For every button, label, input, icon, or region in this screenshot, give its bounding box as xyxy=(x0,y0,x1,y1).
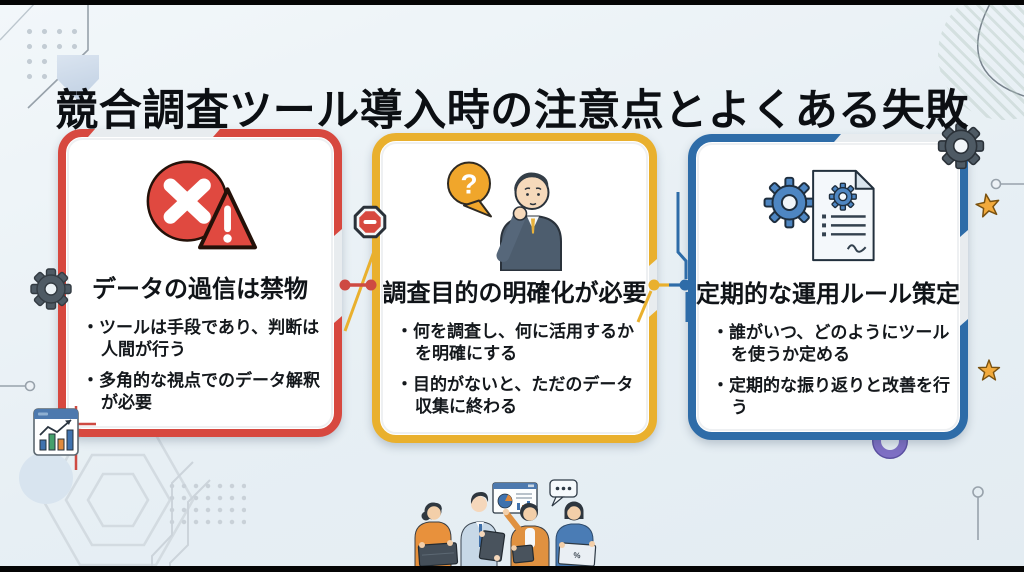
border-notch xyxy=(88,129,220,137)
card-data-overtrust: データの過信は禁物 ツールは手段であり、判断は人間が行う 多角的な視点でのデータ… xyxy=(58,129,342,437)
page-title: 競合調査ツール導入時の注意点とよくある失敗 xyxy=(55,86,969,135)
person-3 xyxy=(502,503,550,572)
dot-grid-bottom-left xyxy=(166,480,246,526)
card-title: 定期的な運用ルール策定 xyxy=(696,281,960,308)
bullet-item: 何を調査し、何に活用するかを明確にする xyxy=(396,321,639,366)
circuit-node-left xyxy=(24,380,36,392)
people-illustration: % xyxy=(414,479,597,572)
person-1 xyxy=(414,502,459,572)
card-title: データの過信は禁物 xyxy=(92,276,308,303)
border-notch xyxy=(834,134,952,142)
bullet-list: 誰がいつ、どのようにツールを使うか定める 定期的な振り返りと改善を行う xyxy=(712,322,950,428)
circuit-node-bottom-right xyxy=(972,486,984,498)
bullet-list: ツールは手段であり、判断は人間が行う 多角的な視点でのデータ解釈が必要 xyxy=(82,317,324,423)
question-mark: ? xyxy=(460,169,477,200)
error-cross-warning-icon xyxy=(66,149,334,269)
gear-document-icon xyxy=(696,154,960,274)
border-notch xyxy=(649,259,657,317)
top-letterbox-bar xyxy=(0,0,1024,5)
bullet-item: 目的がないと、ただのデータ収集に終わる xyxy=(396,374,639,419)
card-operation-rules: 定期的な運用ルール策定 誰がいつ、どのようにツールを使うか定める 定期的な振り返… xyxy=(688,134,968,440)
person-2 xyxy=(460,492,506,572)
card-clarify-purpose: ? 調査目的の明確化が必要 何を調査し、何に活用するかを明確に xyxy=(372,133,657,443)
border-notch xyxy=(334,229,342,323)
bullet-item: 多角的な視点でのデータ解釈が必要 xyxy=(82,370,324,415)
svg-text:%: % xyxy=(573,551,581,560)
star-icon-lower xyxy=(977,359,1001,381)
star-icon-upper xyxy=(975,193,1000,218)
circuit-node-right xyxy=(990,178,1002,190)
connector-1 xyxy=(339,245,378,332)
card-title: 調査目的の明確化が必要 xyxy=(382,280,647,307)
blue-blob xyxy=(19,452,73,504)
chart-mini-icon xyxy=(33,408,79,456)
border-notch xyxy=(960,230,968,326)
bottom-letterbox-bar xyxy=(0,566,1024,572)
thinking-person-question-icon: ? xyxy=(380,153,649,273)
bullet-item: ツールは手段であり、判断は人間が行う xyxy=(82,317,324,362)
speech-bubble-icon xyxy=(549,479,578,507)
bullet-item: 定期的な振り返りと改善を行う xyxy=(712,375,950,420)
bullet-list: 何を調査し、何に活用するかを明確にする 目的がないと、ただのデータ収集に終わる xyxy=(396,321,639,427)
person-4: % xyxy=(555,501,597,572)
bullet-item: 誰がいつ、どのようにツールを使うか定める xyxy=(712,322,950,367)
